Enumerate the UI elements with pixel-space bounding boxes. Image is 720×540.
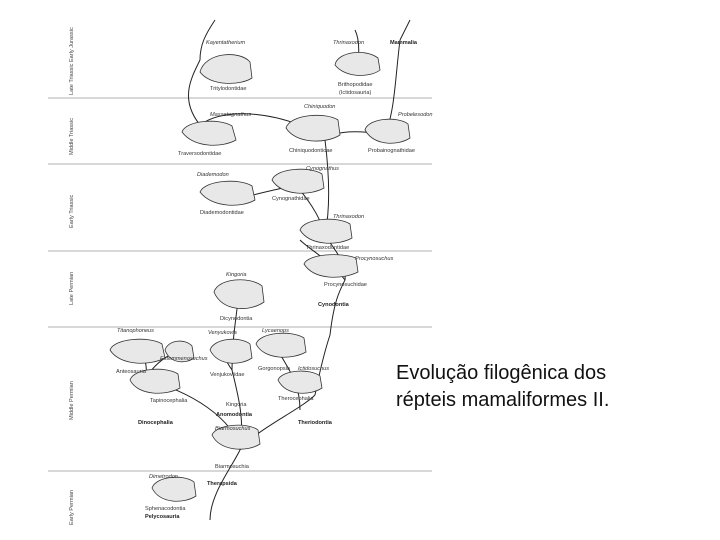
skull-estemmenosuchus: [164, 340, 195, 363]
taxon-label: Diademodontidae: [200, 210, 244, 216]
taxon-label: Procynosuchidae: [324, 282, 367, 288]
taxon-label: Traversodontidae: [178, 151, 221, 157]
period-label: Late Triassic Early Jurassic: [69, 27, 75, 95]
taxon-label: Thrinaxodon: [333, 40, 364, 46]
period-label: Early Triassic: [69, 195, 75, 228]
taxon-label: Thrinaxodontidae: [306, 245, 349, 251]
taxon-label: Cynognathidae: [272, 196, 310, 202]
taxon-label: Anteosauria: [116, 369, 147, 375]
taxon-label: Theriodontia: [298, 420, 333, 426]
caption-line: répteis mamaliformes II.: [396, 389, 610, 411]
taxon-label: Biarmosuchia: [215, 464, 250, 470]
period-label: Middle Triassic: [69, 118, 75, 155]
taxon-label: Thrinaxodon: [333, 214, 364, 220]
taxon-label: Massetognathus: [210, 112, 251, 118]
taxon-label: (Ictidosauria): [339, 90, 371, 96]
period-label: Early Permian: [69, 490, 75, 525]
taxon-label: Kingoria: [226, 272, 247, 278]
taxon-label: Therocephalia: [278, 396, 314, 402]
taxon-label: Dimetrodon: [149, 474, 178, 480]
skull-illustrations: [109, 51, 411, 502]
taxon-label: Probelesodon: [398, 112, 433, 118]
period-label: Middle Permian: [69, 381, 75, 420]
taxon-label: Dinocephalia: [138, 420, 174, 426]
taxon-label: Biarmosuchus: [215, 426, 251, 432]
taxon-label: Tapinocephalia: [150, 398, 188, 404]
taxon-label: Titanophoneus: [117, 328, 154, 334]
skull-procynosuchus: [303, 254, 359, 278]
taxon-label: Diademodon: [197, 172, 229, 178]
skull-therocephalia: [277, 370, 323, 394]
taxon-label: Dicynodontia: [220, 316, 253, 322]
taxon-label: Sphenacodontia: [145, 506, 186, 512]
taxon-label: Mammalia: [390, 40, 418, 46]
taxon-label: Kayentatherium: [206, 40, 246, 46]
taxon-label: Ictidosuchus: [298, 366, 329, 372]
slide-caption: Evolução filogênica dos répteis mamalifo…: [396, 360, 696, 414]
taxon-label: Lycaenops: [262, 328, 289, 334]
taxon-label: Kingoria: [226, 402, 247, 408]
taxon-label: Probainognathidae: [368, 148, 415, 154]
taxon-label: Procynosuchus: [355, 256, 393, 262]
taxon-label: Brithopodidae: [338, 82, 373, 88]
skull-lycaenops: [255, 332, 307, 358]
skull-diademodon: [199, 180, 256, 206]
taxon-label: Anomodontia: [216, 412, 253, 418]
taxon-label: Gorgonopsia: [258, 366, 291, 372]
taxon-label: Pelycosauria: [145, 514, 180, 520]
taxon-label: Cynognathus: [306, 166, 339, 172]
taxon-label: Venyukovia: [208, 330, 237, 336]
skull-kayentatherium: [199, 54, 253, 84]
taxon-label: Venjukoviidae: [210, 372, 245, 378]
taxon-label: Chiniquodon: [304, 104, 335, 110]
taxon-labels: Kayentatherium Tritylodontidae Thrinaxod…: [116, 40, 433, 520]
skull-titanophoneus: [109, 338, 166, 364]
taxon-label: Chiniquodontidae: [289, 148, 333, 154]
taxon-label: Tritylodontidae: [210, 86, 246, 92]
skull-kingoria: [213, 279, 265, 309]
period-dividers: [48, 97, 432, 472]
caption-line: Evolução filogênica dos: [396, 362, 607, 384]
skull-cynognathus: [271, 168, 325, 194]
skull-chiniquodon: [285, 115, 341, 142]
skull-massetognathus: [181, 120, 237, 146]
taxon-label: Cynodontia: [318, 302, 350, 308]
skull-dimetrodon: [151, 476, 197, 502]
taxon-label: Therapsida: [207, 481, 238, 487]
period-label: Late Permian: [69, 272, 75, 305]
skull-venyukovia: [209, 338, 253, 364]
skull-thrinaxodon: [299, 218, 353, 244]
skull-brithopodidae: [334, 51, 381, 76]
skull-probelesodon: [364, 118, 411, 144]
skull-tapinocephalia: [129, 368, 181, 394]
skull-biarmosuchus: [211, 424, 261, 450]
taxon-label: Estemmenosuchus: [160, 356, 208, 362]
